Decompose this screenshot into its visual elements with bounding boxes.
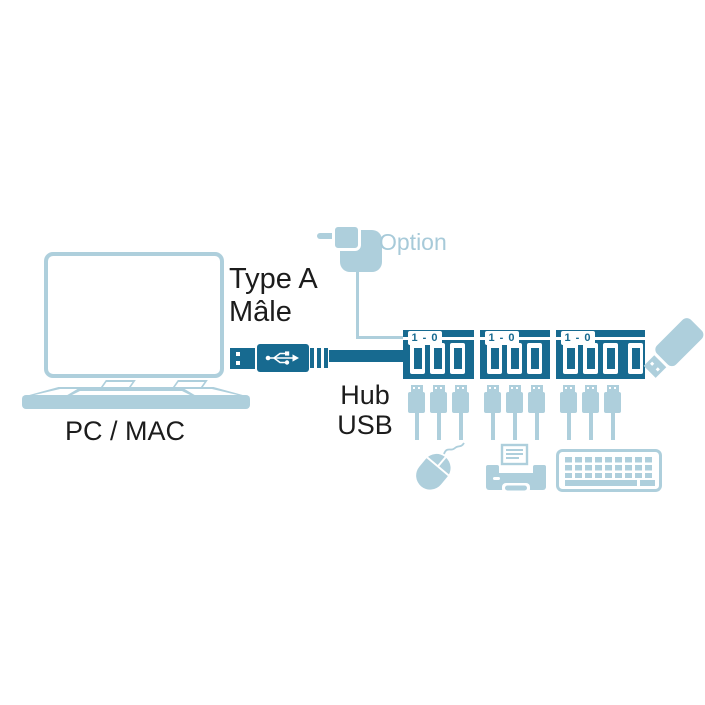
laptop-base-bar xyxy=(22,395,250,409)
usb-plug-icon xyxy=(484,385,501,440)
usb-trident-icon xyxy=(265,351,299,365)
usb-hub-icon: 1 - 0 1 - 0 1 - 0 xyxy=(403,330,653,379)
port-switch-label: 1 - 0 xyxy=(561,331,595,345)
power-line-vertical xyxy=(356,271,359,338)
port-switch-label: 1 - 0 xyxy=(408,331,442,345)
power-prong xyxy=(317,233,337,239)
hub-top-line xyxy=(556,337,645,340)
printer-icon xyxy=(485,443,547,502)
option-label: Option xyxy=(379,229,447,255)
usb-port xyxy=(487,343,502,374)
usb-port xyxy=(410,343,425,374)
usb-connector-body xyxy=(257,344,309,372)
usb-cable xyxy=(329,350,405,362)
mouse-icon xyxy=(410,440,468,499)
usb-plug-icon xyxy=(604,385,621,440)
hub-usb-label: Hub USB xyxy=(337,380,393,440)
usb-port xyxy=(527,343,542,374)
power-line-horizontal xyxy=(356,336,404,339)
usb-port xyxy=(507,343,522,374)
laptop-screen xyxy=(44,252,224,378)
usb-connector-tip xyxy=(230,348,255,369)
usb-plug-icon xyxy=(528,385,545,440)
pc-mac-label: PC / MAC xyxy=(64,416,185,446)
usb-port xyxy=(430,343,445,374)
usb-plug-icon xyxy=(582,385,599,440)
usb-plug-icon xyxy=(560,385,577,440)
usb-connector-strain-relief xyxy=(310,348,331,368)
type-a-male-label: Type A Mâle xyxy=(229,263,318,328)
usb-flash-drive-icon xyxy=(638,314,705,384)
keyboard-icon xyxy=(556,449,662,497)
hub-segment: 1 - 0 xyxy=(480,330,550,379)
usb-port xyxy=(583,343,598,374)
usb-port xyxy=(450,343,465,374)
hub-segment: 1 - 0 xyxy=(403,330,474,379)
usb-plug-icon xyxy=(506,385,523,440)
power-adapter-plug xyxy=(332,224,361,251)
usb-port xyxy=(563,343,578,374)
usb-port xyxy=(603,343,618,374)
usb-plug-icon xyxy=(430,385,447,440)
usb-plug-icon xyxy=(408,385,425,440)
usb-plug-icon xyxy=(452,385,469,440)
hub-segment: 1 - 0 xyxy=(556,330,645,379)
usb-port xyxy=(628,343,643,374)
port-switch-label: 1 - 0 xyxy=(485,331,519,345)
